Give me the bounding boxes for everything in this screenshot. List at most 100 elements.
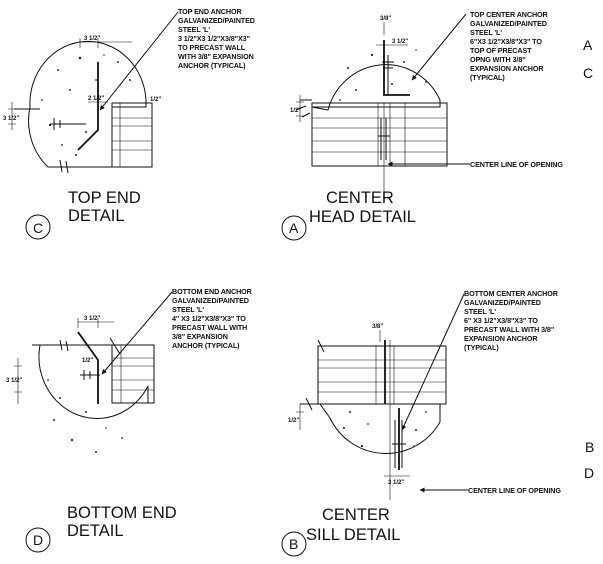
- anchor-bolt: [80, 370, 100, 380]
- steel-angle: [77, 331, 99, 404]
- svg-text:4" X3 1/2"X3/8"X3" TO: 4" X3 1/2"X3/8"X3" TO: [172, 314, 246, 323]
- steel-angle: [384, 340, 400, 470]
- detail-center-sill: 3/8" 3 1/2" 1/2" CENTER LINE OF OPENING …: [281, 289, 561, 557]
- svg-text:TOP CENTER ANCHOR: TOP CENTER ANCHOR: [470, 10, 549, 19]
- dim-label: 3 1/2": [6, 378, 22, 384]
- steel-angle: [383, 40, 410, 96]
- break-line: [32, 337, 121, 355]
- dim-label: 1/2": [288, 418, 299, 424]
- detail-top-end: 3 1/2" 2 1/2" 1/2" 3 1/2" TOP END ANCHOR…: [3, 7, 255, 240]
- detail-tag: B: [289, 536, 298, 552]
- svg-text:PRECAST WALL WITH: PRECAST WALL WITH: [172, 323, 247, 332]
- break-line: [14, 108, 112, 174]
- dimension-lines: [14, 318, 114, 404]
- concrete-stipple: [41, 54, 131, 156]
- precast-concrete-section: [319, 403, 441, 454]
- detail-center-head: 3/8" 3 1/2" 1/2" CENTER LINE OF OPENING …: [281, 10, 563, 241]
- svg-text:(TYPICAL): (TYPICAL): [464, 343, 499, 352]
- annotation-note: BOTTOM END ANCHOR GALVANIZED/PAINTED STE…: [172, 287, 253, 350]
- detail-tag: D: [33, 532, 43, 548]
- svg-text:3 1/2"X3 1/2"X3/8"X3": 3 1/2"X3 1/2"X3/8"X3": [178, 34, 250, 43]
- svg-text:EXPANSION ANCHOR: EXPANSION ANCHOR: [470, 64, 544, 73]
- dim-label: 3 1/2": [392, 39, 408, 45]
- detail-title: TOP END: [68, 189, 141, 207]
- svg-text:6" X3 1/2"X3/8"X3" TO: 6" X3 1/2"X3/8"X3" TO: [464, 316, 538, 325]
- precast-concrete-section: [28, 40, 147, 168]
- svg-text:BOTTOM CENTER ANCHOR: BOTTOM CENTER ANCHOR: [464, 289, 559, 298]
- detail-tag: A: [289, 220, 299, 236]
- svg-text:GALVANIZED/PAINTED: GALVANIZED/PAINTED: [464, 298, 541, 307]
- detail-title: CENTER: [322, 506, 390, 524]
- concrete-stipple: [47, 379, 123, 453]
- center-line-label: CENTER LINE OF OPENING: [468, 486, 561, 495]
- svg-text:WITH 3/8" EXPANSION: WITH 3/8" EXPANSION: [178, 52, 254, 61]
- svg-text:3/8" EXPANSION: 3/8" EXPANSION: [172, 332, 228, 341]
- annotation-note: TOP END ANCHOR GALVANIZED/PAINTED STEEL …: [178, 7, 255, 70]
- leader-line: [411, 13, 467, 81]
- dim-label: 3 1/2": [3, 116, 19, 122]
- leader-line: [401, 293, 465, 431]
- dim-label: 3/8": [372, 324, 383, 330]
- dimension-lines: [8, 38, 132, 130]
- svg-text:TOP END ANCHOR: TOP END ANCHOR: [178, 7, 242, 16]
- steel-angle: [77, 62, 99, 151]
- dim-label: 1/2": [290, 108, 301, 114]
- svg-text:PRECAST WALL WITH 3/8": PRECAST WALL WITH 3/8": [464, 325, 554, 334]
- dim-label: 1/2": [150, 97, 161, 103]
- detail-title: HEAD DETAIL: [309, 208, 416, 226]
- svg-text:STEEL 'L': STEEL 'L': [178, 25, 210, 34]
- detail-bottom-end: 3 1/2" 1/2" 3 1/2" BOTTOM END ANCHOR GAL…: [6, 287, 253, 553]
- break-line: [300, 339, 325, 411]
- dimension-lines: [296, 22, 408, 122]
- svg-text:STEEL 'L': STEEL 'L': [172, 305, 204, 314]
- svg-text:6"X3 1/2"X3/8"X3" TO: 6"X3 1/2"X3/8"X3" TO: [470, 37, 542, 46]
- detail-tag-circle: [25, 214, 51, 240]
- dim-label: 3 1/2": [388, 480, 404, 486]
- svg-text:GALVANIZED/PAINTED: GALVANIZED/PAINTED: [178, 16, 255, 25]
- center-line-label: CENTER LINE OF OPENING: [470, 160, 563, 169]
- svg-text:TOP OF PRECAST: TOP OF PRECAST: [470, 46, 532, 55]
- svg-text:STEEL 'L': STEEL 'L': [470, 28, 502, 37]
- side-label: B: [585, 439, 594, 455]
- dim-label: 3 1/2": [84, 36, 100, 42]
- dimension-lines: [296, 330, 420, 477]
- dim-label: 3/8": [380, 16, 391, 22]
- svg-text:GALVANIZED/PAINTED: GALVANIZED/PAINTED: [172, 296, 249, 305]
- svg-text:TO PRECAST WALL: TO PRECAST WALL: [178, 43, 246, 52]
- leader-line: [101, 291, 173, 375]
- svg-text:STEEL 'L': STEEL 'L': [464, 307, 496, 316]
- svg-text:ANCHOR (TYPICAL): ANCHOR (TYPICAL): [178, 61, 246, 70]
- annotation-note: BOTTOM CENTER ANCHOR GALVANIZED/PAINTED …: [464, 289, 559, 352]
- detail-tag-circle: [281, 531, 307, 557]
- svg-text:OPNG WITH 3/8": OPNG WITH 3/8": [470, 55, 526, 64]
- side-label: D: [584, 465, 594, 481]
- side-label: C: [583, 65, 593, 81]
- side-labels: A C B D: [583, 37, 594, 481]
- window-frame: [311, 102, 448, 167]
- dim-label: 1/2": [82, 358, 93, 364]
- window-frame: [111, 102, 153, 168]
- anchor-bolt: [382, 55, 394, 95]
- svg-text:ANCHOR (TYPICAL): ANCHOR (TYPICAL): [172, 341, 240, 350]
- detail-title: DETAIL: [67, 522, 124, 540]
- svg-text:GALVANIZED/PAINTED: GALVANIZED/PAINTED: [470, 19, 547, 28]
- leader-line: [99, 11, 179, 111]
- detail-tag-circle: [281, 215, 307, 241]
- svg-text:EXPANSION ANCHOR: EXPANSION ANCHOR: [464, 334, 538, 343]
- window-frame: [111, 344, 155, 404]
- svg-text:(TYPICAL): (TYPICAL): [470, 73, 505, 82]
- anchor-bolt: [50, 118, 86, 130]
- dim-label: 3 1/2": [84, 316, 100, 322]
- concrete-stipple: [339, 49, 427, 101]
- precast-concrete-section: [38, 344, 149, 419]
- concrete-stipple: [343, 411, 427, 448]
- detail-title: BOTTOM END: [67, 504, 177, 522]
- detail-title: SILL DETAIL: [306, 526, 400, 544]
- detail-tag-circle: [25, 527, 51, 553]
- break-line: [295, 99, 312, 118]
- precast-concrete-section: [311, 64, 441, 111]
- side-label: A: [583, 37, 593, 53]
- detail-title: DETAIL: [68, 207, 125, 225]
- detail-tag: C: [33, 220, 43, 236]
